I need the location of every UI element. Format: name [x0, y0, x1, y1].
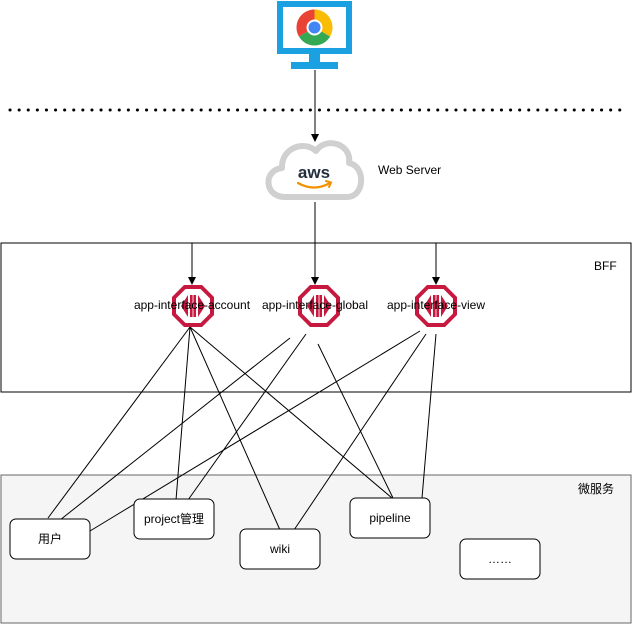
microservice-more-label: ……: [488, 552, 512, 566]
link-account-wiki: [189, 326, 281, 531]
link-view-wiki: [293, 333, 427, 531]
link-global-project: [187, 333, 307, 501]
link-account-user: [47, 326, 191, 519]
microservice-user-label: 用户: [38, 531, 62, 546]
link-account-project: [175, 326, 191, 501]
microservice-project-label: project管理: [144, 511, 204, 526]
microservice-project: project管理: [133, 498, 215, 540]
link-global-user: [59, 337, 291, 521]
microservice-more: ……: [459, 538, 541, 580]
microservice-pipeline-label: pipeline: [369, 511, 411, 525]
service-links: [47, 326, 437, 532]
aws-logo-text: aws: [298, 163, 330, 182]
web-server-label: Web Server: [378, 163, 441, 177]
link-view-user: [89, 330, 421, 532]
microservice-user: 用户: [9, 518, 91, 560]
link-account-pipeline: [189, 326, 393, 499]
bff-service-label-account: app-interface-account: [134, 298, 251, 312]
microservice-wiki: wiki: [239, 528, 321, 570]
request-flow: [188, 70, 440, 285]
aws-smile-icon: [296, 181, 332, 189]
bff-region-label: BFF: [594, 259, 617, 273]
arrow-server-to-account: [188, 242, 315, 285]
arrow-server-to-view: [315, 242, 440, 285]
bff-service-label-view: app-interface-view: [387, 298, 485, 312]
microservice-wiki-label: wiki: [269, 542, 290, 556]
chrome-logo-icon: [296, 9, 333, 46]
link-view-pipeline: [421, 333, 437, 499]
aws-cloud-icon: aws: [265, 140, 365, 200]
microservices-region-label: 微服务: [578, 481, 614, 496]
microservice-pipeline: pipeline: [349, 497, 431, 539]
browser-monitor-icon: [277, 1, 352, 69]
bff-service-label-global: app-interface-global: [262, 298, 368, 312]
link-global-pipeline: [317, 343, 394, 499]
